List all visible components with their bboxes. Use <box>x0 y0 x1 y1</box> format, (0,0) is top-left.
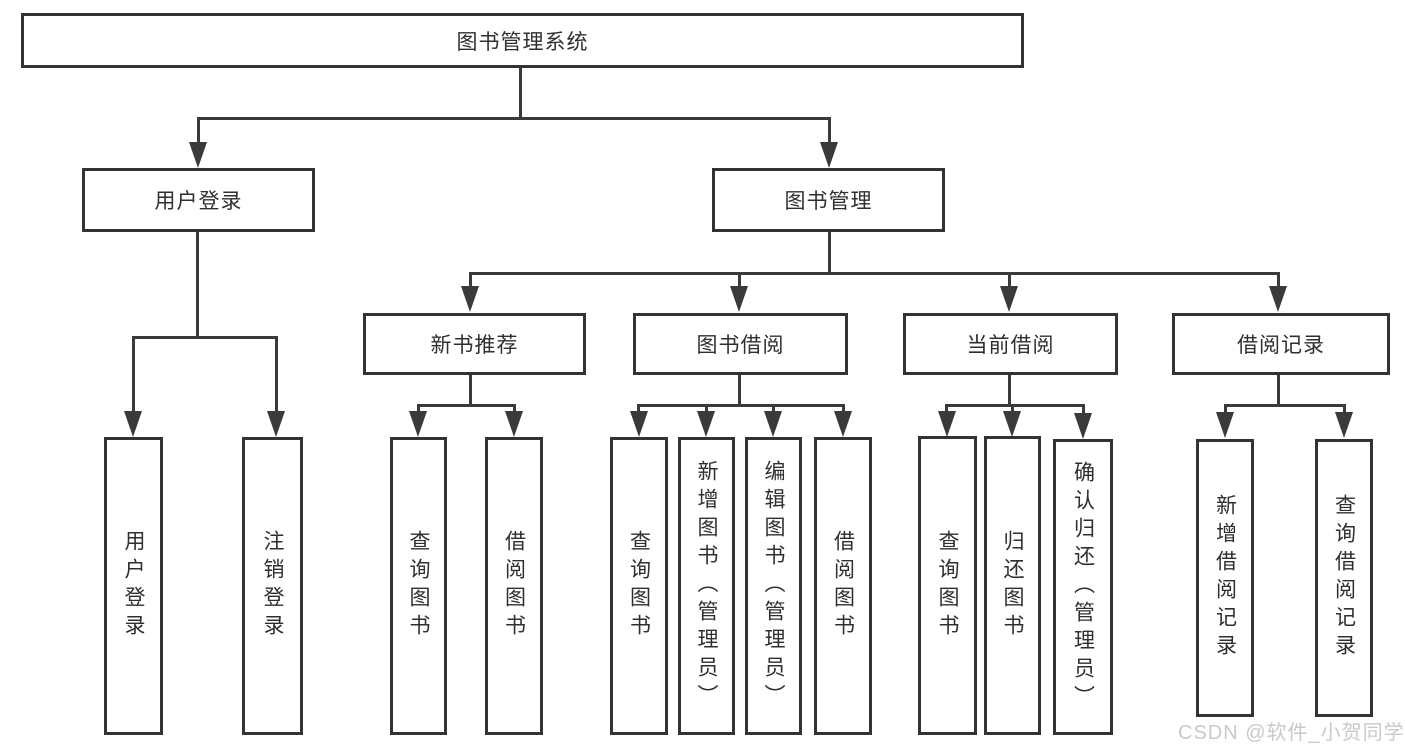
leaf-return-books-label: 归还图书 <box>1001 529 1025 642</box>
leaf-user-login: 用户登录 <box>104 437 163 735</box>
connector-stub <box>1224 404 1227 415</box>
leaf-query-borrow-record: 查询借阅记录 <box>1315 439 1373 717</box>
connector-stub <box>842 404 845 415</box>
connector-drop-book-borrowing <box>738 272 741 290</box>
arrowhead-icon <box>1003 411 1021 437</box>
leaf-user-login-label: 用户登录 <box>122 530 146 642</box>
connector-stub <box>705 404 708 415</box>
leaf-borrow-books-recommend: 借阅图书 <box>485 437 543 735</box>
connector-stub <box>1343 404 1346 415</box>
connector-drop-new-book <box>469 272 472 290</box>
connector-user-login-branch <box>132 336 278 339</box>
node-user-login-label: 用户登录 <box>154 190 243 213</box>
arrowhead-icon <box>938 411 956 437</box>
connector-stub <box>1082 404 1085 415</box>
node-root-label: 图书管理系统 <box>456 30 589 54</box>
node-book-borrowing: 图书借阅 <box>633 313 848 375</box>
leaf-confirm-return-admin-label: 确认归还（管理员） <box>1071 461 1095 713</box>
connector-stem-borrowing-records <box>1277 375 1280 407</box>
connector-book-management-stem <box>828 232 831 274</box>
leaf-query-books-recommend: 查询图书 <box>390 437 447 735</box>
node-current-borrowing-label: 当前借阅 <box>966 334 1055 357</box>
leaf-add-books-admin-label: 新增图书（管理员） <box>695 460 719 712</box>
leaf-query-books-current-label: 查询图书 <box>936 529 960 642</box>
arrowhead-icon <box>764 411 782 437</box>
leaf-query-books-recommend-label: 查询图书 <box>407 530 431 642</box>
connector-branch-new-book <box>417 404 516 407</box>
connector-drop-leaf-user-login <box>132 336 135 413</box>
connector-drop-user-login <box>197 117 200 145</box>
leaf-add-books-admin: 新增图书（管理员） <box>678 437 735 735</box>
node-borrowing-records-label: 借阅记录 <box>1237 334 1325 357</box>
leaf-query-books-borrowing-label: 查询图书 <box>627 530 651 642</box>
node-root: 图书管理系统 <box>21 13 1024 68</box>
arrowhead-icon <box>505 411 523 437</box>
leaf-borrow-books-borrowing: 借阅图书 <box>814 437 872 735</box>
connector-level1-branch <box>197 117 831 120</box>
leaf-query-borrow-record-label: 查询借阅记录 <box>1332 494 1356 662</box>
arrowhead-icon <box>409 411 427 437</box>
leaf-return-books: 归还图书 <box>984 436 1041 735</box>
connector-stub <box>637 404 640 415</box>
node-current-borrowing: 当前借阅 <box>903 313 1118 375</box>
arrowhead-icon <box>124 411 142 437</box>
node-new-book-recommendation-label: 新书推荐 <box>430 334 519 357</box>
node-book-management-label: 图书管理 <box>784 190 873 213</box>
connector-root-stem <box>519 68 522 118</box>
arrowhead-icon <box>1269 286 1287 312</box>
arrowhead-icon <box>1335 412 1353 438</box>
leaf-logout-login: 注销登录 <box>242 437 303 735</box>
arrowhead-icon <box>697 411 715 437</box>
leaf-edit-books-admin-label: 编辑图书（管理员） <box>762 460 786 712</box>
connector-stem-new-book <box>469 375 472 407</box>
leaf-borrow-books-borrowing-label: 借阅图书 <box>831 530 855 642</box>
arrowhead-icon <box>1074 413 1092 439</box>
connector-stem-current-borrowing <box>1008 375 1011 407</box>
connector-user-login-stem <box>196 232 199 339</box>
node-new-book-recommendation: 新书推荐 <box>363 313 586 375</box>
arrowhead-icon <box>1216 412 1234 438</box>
arrowhead-icon <box>267 411 285 437</box>
node-borrowing-records: 借阅记录 <box>1172 313 1390 375</box>
connector-drop-book-management <box>828 117 831 145</box>
node-user-login: 用户登录 <box>82 168 315 232</box>
arrowhead-icon <box>630 411 648 437</box>
connector-branch-current-borrowing <box>945 404 1085 407</box>
arrowhead-icon <box>834 411 852 437</box>
connector-stub <box>513 404 516 415</box>
connector-drop-current-borrowing <box>1008 272 1011 290</box>
leaf-query-books-current: 查询图书 <box>918 436 977 735</box>
node-book-management: 图书管理 <box>712 168 945 232</box>
arrowhead-icon <box>730 286 748 312</box>
connector-branch-borrowing-records <box>1224 404 1346 407</box>
leaf-add-borrow-record: 新增借阅记录 <box>1196 439 1254 717</box>
arrowhead-icon <box>461 286 479 312</box>
watermark: CSDN @软件_小贺同学 <box>1178 722 1405 744</box>
connector-drop-leaf-logout <box>275 336 278 413</box>
connector-drop-borrowing-records <box>1277 272 1280 290</box>
leaf-logout-login-label: 注销登录 <box>261 530 285 642</box>
arrowhead-icon <box>189 142 207 168</box>
arrowhead-icon <box>820 142 838 168</box>
connector-stub <box>945 404 948 415</box>
leaf-edit-books-admin: 编辑图书（管理员） <box>745 437 802 735</box>
connector-stub <box>417 404 420 415</box>
leaf-confirm-return-admin: 确认归还（管理员） <box>1053 439 1113 735</box>
connector-level3-branch <box>469 272 1280 275</box>
connector-stub <box>772 404 775 415</box>
connector-branch-book-borrowing <box>637 404 845 407</box>
node-book-borrowing-label: 图书借阅 <box>696 334 785 357</box>
leaf-borrow-books-recommend-label: 借阅图书 <box>502 530 526 642</box>
leaf-query-books-borrowing: 查询图书 <box>610 437 668 735</box>
connector-stem-book-borrowing <box>738 375 741 407</box>
leaf-add-borrow-record-label: 新增借阅记录 <box>1213 494 1237 662</box>
connector-stub <box>1011 404 1014 415</box>
arrowhead-icon <box>1000 286 1018 312</box>
